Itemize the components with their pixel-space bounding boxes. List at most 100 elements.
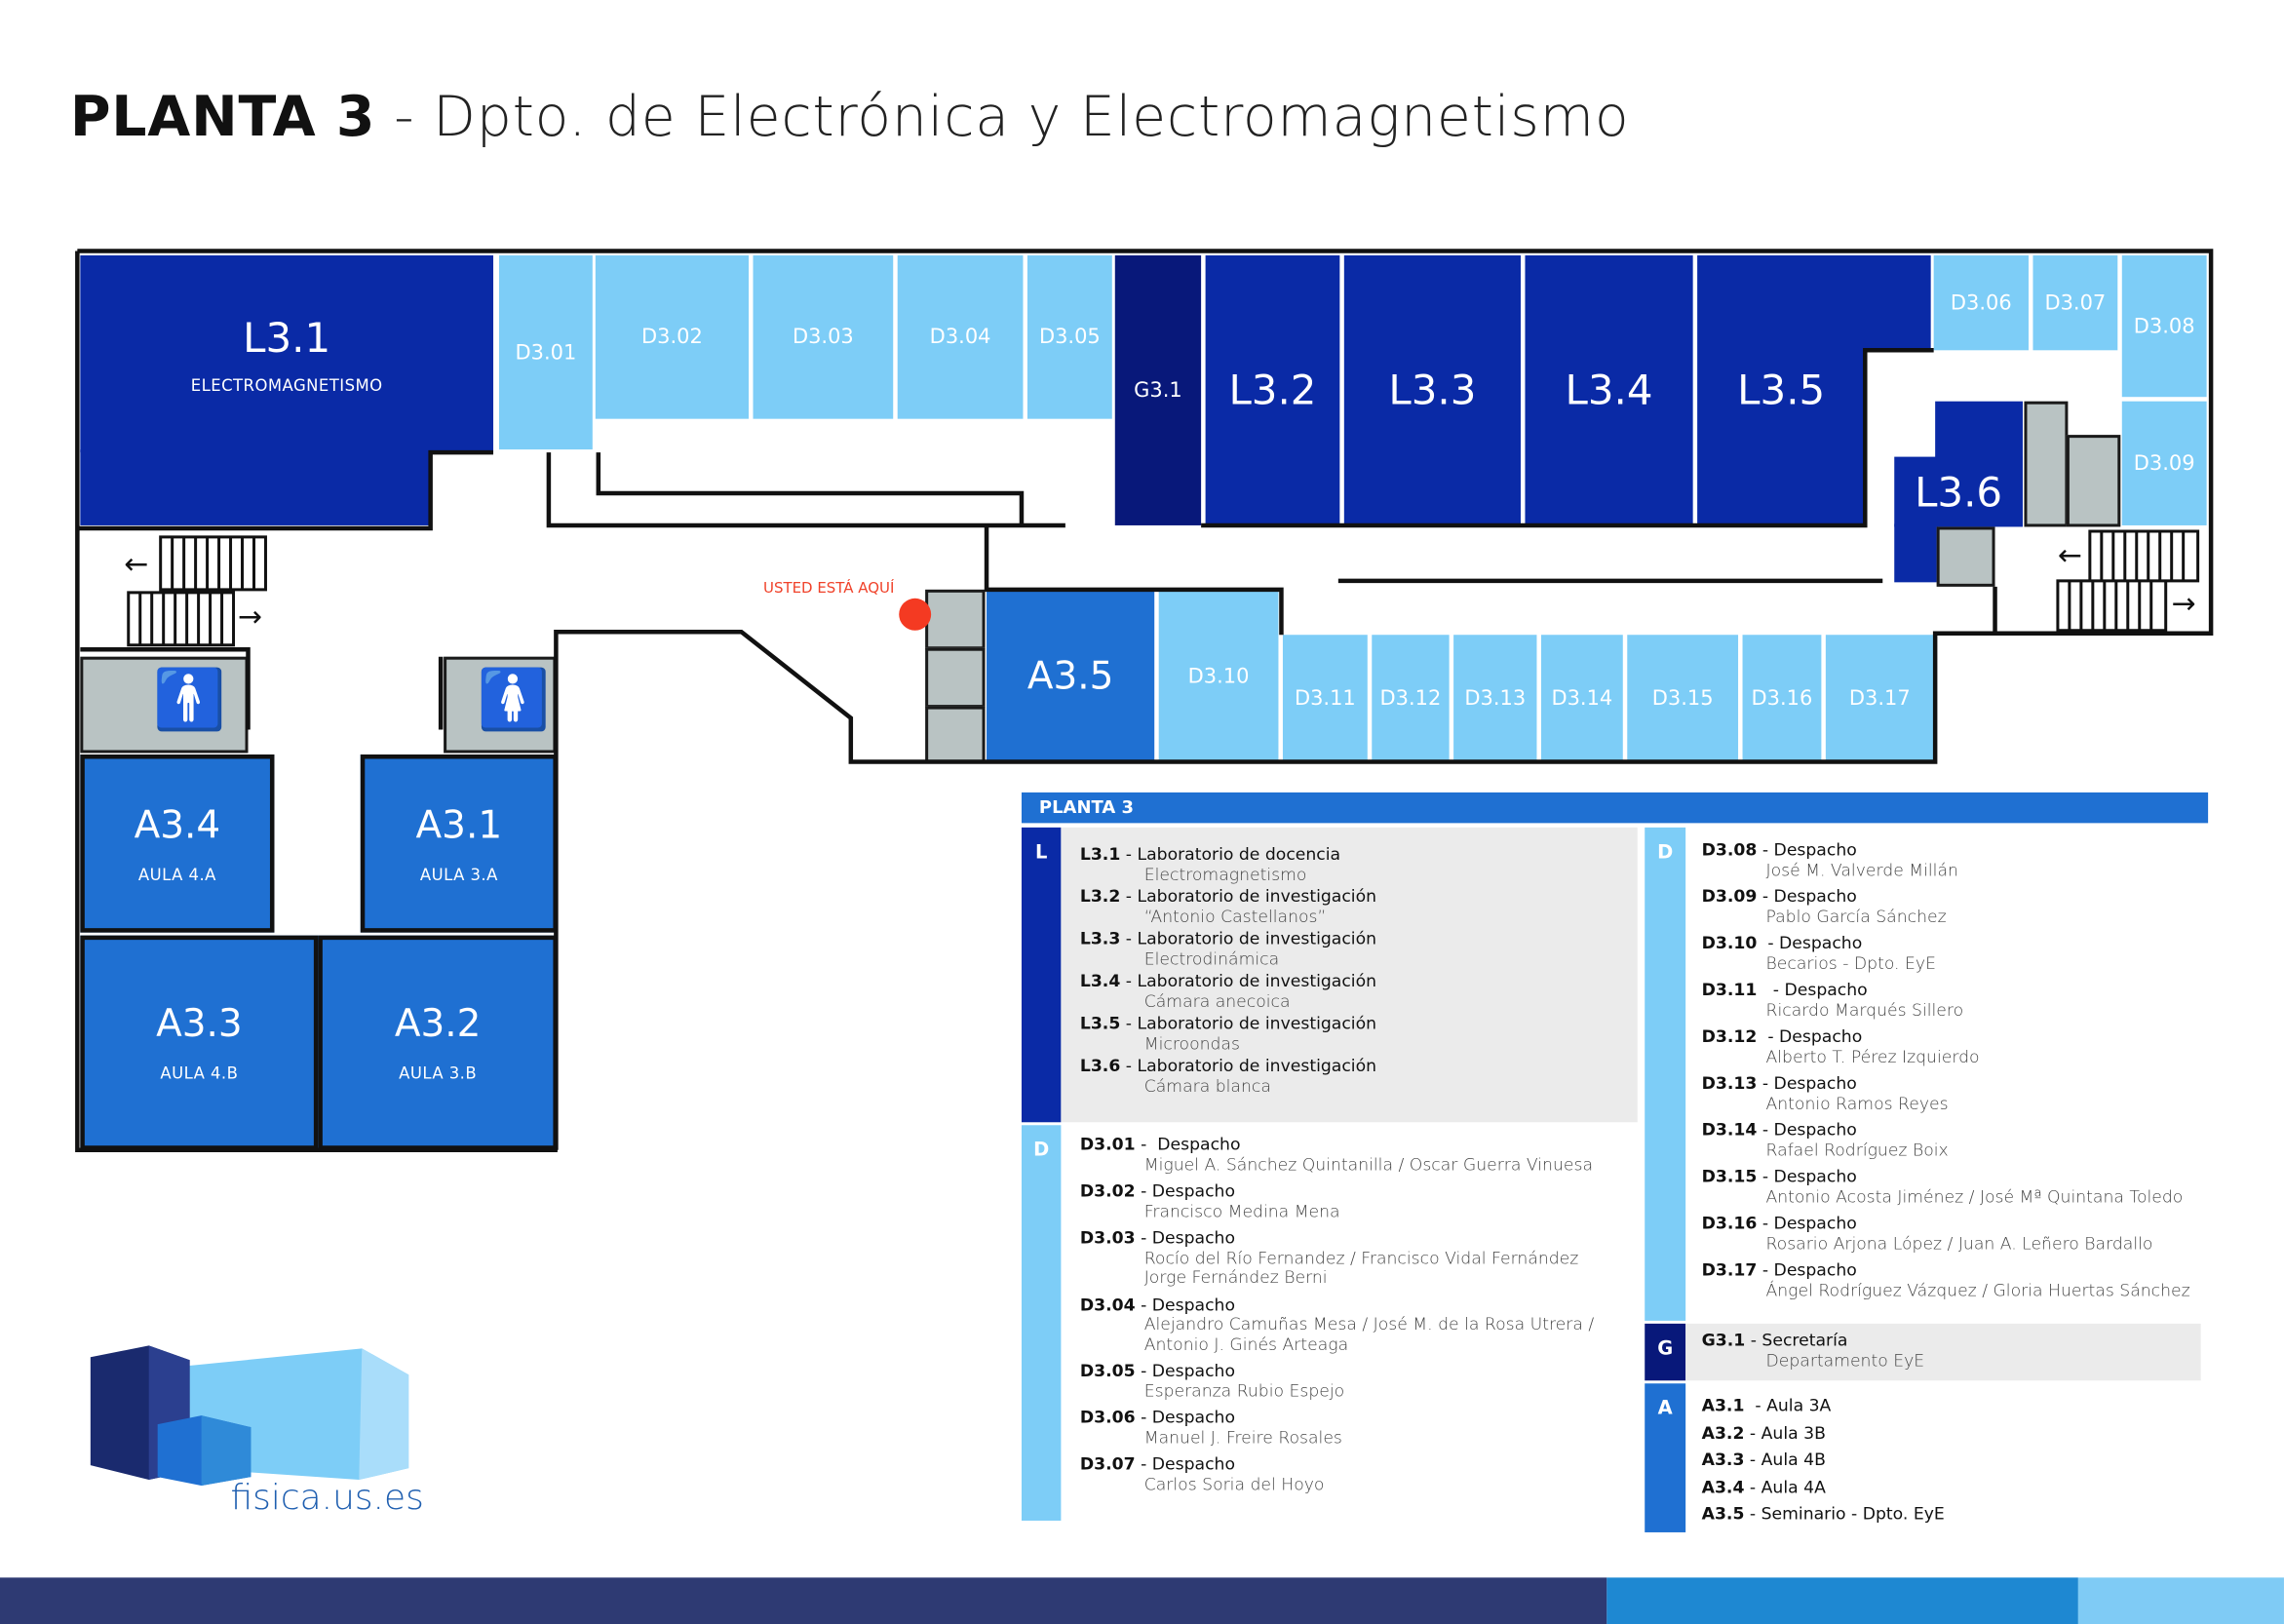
legend-code: D3.17: [1701, 1258, 1758, 1280]
room-D3-02[interactable]: D3.02: [595, 254, 750, 419]
room-D3-17[interactable]: D3.17: [1825, 635, 1934, 762]
legend-title: Aula 3A: [1766, 1395, 1832, 1416]
legend-separator: -: [1135, 1407, 1152, 1428]
legend-title: Seminario - Dpto. EyE: [1761, 1503, 1945, 1524]
legend-L-background: [1061, 827, 1638, 1123]
legend-separator: -: [1744, 1421, 1761, 1443]
legend-code: D3.16: [1701, 1213, 1758, 1234]
room-label: A3.5: [1026, 654, 1114, 699]
legend-detail: Ricardo Marqués Sillero: [1765, 998, 1964, 1020]
room-D3-07[interactable]: D3.07: [2032, 254, 2118, 351]
room-D3-09[interactable]: D3.09: [2121, 401, 2207, 525]
legend-separator: -: [1745, 1329, 1762, 1350]
legend-code: A3.5: [1701, 1503, 1745, 1524]
room-A3-5[interactable]: A3.5: [987, 591, 1155, 762]
room-D3-05[interactable]: D3.05: [1026, 254, 1112, 419]
legend-entry: L3.2 - Laboratorio de investigación“Anto…: [1080, 885, 1376, 926]
room-label: A3.3: [156, 1002, 243, 1047]
room-D3-06[interactable]: D3.06: [1933, 254, 2029, 351]
room-L3-5-extension: [1862, 254, 1931, 351]
room-L3-6[interactable]: L3.6: [1894, 456, 2023, 527]
room-D3-14[interactable]: D3.14: [1540, 635, 1623, 762]
legend-entry-heading: D3.14 - Despacho: [1702, 1120, 2190, 1141]
legend-separator: -: [1135, 1227, 1152, 1249]
legend-entry-heading: D3.15 - Despacho: [1702, 1167, 2190, 1187]
service-room: [925, 706, 986, 763]
room-label: D3.09: [2133, 451, 2195, 476]
legend-code: D3.05: [1079, 1360, 1136, 1381]
room-L3-3[interactable]: L3.3: [1343, 254, 1521, 525]
legend-code: D3.04: [1079, 1294, 1136, 1315]
room-G3-1[interactable]: G3.1: [1114, 254, 1202, 525]
room-label: D3.11: [1294, 686, 1356, 711]
legend-title: Despacho: [1773, 885, 1857, 907]
room-label: A3.2: [394, 1002, 482, 1047]
room-label: D3.17: [1848, 686, 1911, 711]
legend-separator: -: [1757, 1258, 1774, 1280]
legend-entry-heading: A3.4 - Aula 4A: [1702, 1476, 1945, 1497]
room-D3-11[interactable]: D3.11: [1282, 635, 1368, 762]
room-L3-4[interactable]: L3.4: [1525, 254, 1693, 525]
arrow-right-icon: →: [2171, 585, 2196, 621]
room-L3-2[interactable]: L3.2: [1205, 254, 1340, 525]
room-D3-04[interactable]: D3.04: [897, 254, 1024, 419]
room-D3-10[interactable]: D3.10: [1158, 591, 1279, 762]
legend-separator: -: [1744, 1476, 1761, 1497]
legend-title: Despacho: [1784, 979, 1868, 1000]
legend-separator: -: [1744, 1395, 1767, 1416]
legend-code: D3.13: [1701, 1072, 1758, 1094]
legend-title: Despacho: [1151, 1407, 1236, 1428]
room-D3-16[interactable]: D3.16: [1742, 635, 1822, 762]
title-floor: PLANTA 3: [69, 84, 376, 149]
room-D3-08[interactable]: D3.08: [2121, 254, 2207, 398]
room-L3-1-extension: [80, 449, 431, 525]
legend-entry-heading: A3.5 - Seminario - Dpto. EyE: [1701, 1503, 1945, 1525]
legend-code: L3.1: [1079, 843, 1121, 865]
room-label: D3.08: [2133, 314, 2195, 338]
room-label: D3.03: [792, 325, 854, 349]
legend-separator: -: [1757, 932, 1780, 953]
legend-separator: -: [1120, 885, 1138, 907]
room-D3-12[interactable]: D3.12: [1372, 635, 1450, 762]
legend-entry-heading: A3.3 - Aula 4B: [1702, 1450, 1945, 1470]
legend-title: Despacho: [1151, 1227, 1236, 1249]
room-label: D3.02: [640, 325, 703, 349]
legend-detail: Antonio Acosta Jiménez / José Mª Quintan…: [1765, 1185, 2184, 1207]
legend-entry-heading: D3.07 - Despacho: [1080, 1453, 1594, 1475]
room-D3-03[interactable]: D3.03: [753, 254, 894, 419]
room-label: D3.01: [515, 340, 577, 365]
room-D3-15[interactable]: D3.15: [1627, 635, 1739, 762]
legend-detail: Alejandro Camuñas Mesa / José M. de la R…: [1143, 1313, 1595, 1334]
legend-entry-heading: D3.09 - Despacho: [1702, 885, 2190, 907]
legend-separator: -: [1135, 1180, 1152, 1202]
female-restroom-icon: 🚺: [477, 667, 551, 735]
legend-code: A3.2: [1701, 1421, 1745, 1443]
room-label: D3.13: [1464, 686, 1527, 711]
room-L3-5[interactable]: L3.5: [1697, 254, 1866, 525]
legend-separator: -: [1135, 1360, 1152, 1381]
legend-separator: -: [1757, 1025, 1780, 1047]
title-department: - Dpto. de Electrónica y Electromagnetis…: [375, 84, 1630, 149]
legend-letter-L: L: [1021, 827, 1062, 1123]
room-label: L3.2: [1228, 366, 1317, 415]
legend-entry-heading: D3.06 - Despacho: [1079, 1407, 1594, 1428]
legend-code: D3.06: [1079, 1407, 1136, 1428]
room-D3-01[interactable]: D3.01: [499, 254, 593, 450]
legend-separator: -: [1757, 1213, 1774, 1234]
legend-detail: Esperanza Rubio Espejo: [1143, 1379, 1345, 1401]
legend-entry-heading: D3.03 - Despacho: [1080, 1227, 1594, 1249]
room-D3-13[interactable]: D3.13: [1453, 635, 1537, 762]
room-sublabel: AULA 4.B: [160, 1063, 239, 1083]
room-label: A3.4: [134, 803, 221, 848]
